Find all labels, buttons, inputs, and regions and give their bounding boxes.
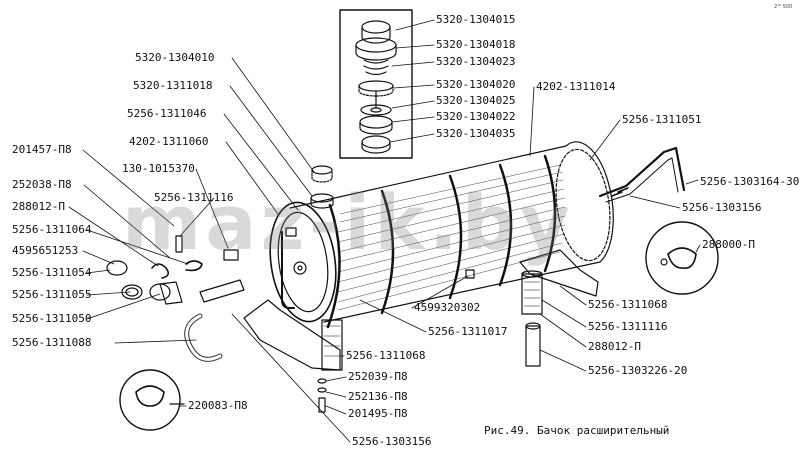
part-label: 288012-П (588, 340, 641, 353)
drain-assembly (521, 270, 543, 367)
part-label: 5256-1303156 (352, 435, 432, 448)
part-label: 5256-1311068 (346, 349, 426, 362)
part-label: 252136-П8 (348, 390, 408, 403)
part-label: 288000-П (702, 238, 755, 251)
part-label: 130-1015370 (122, 162, 195, 175)
figure-caption: Рис.49. Бачок расширительный (484, 424, 670, 437)
part-label: 5320-1304035 (436, 127, 516, 140)
part-label: 5320-1304025 (436, 94, 516, 107)
part-label: 5256-1311050 (12, 312, 92, 325)
tank-body (269, 141, 614, 329)
part-label: 4595651253 (12, 244, 79, 257)
part-label: 201457-П8 (12, 143, 72, 156)
part-label: 4202-1311014 (536, 80, 616, 93)
part-label: 5256-1311017 (428, 325, 508, 338)
part-label: 252039-П8 (348, 370, 408, 383)
part-label: 5320-1304020 (436, 78, 516, 91)
part-label: 5320-1304010 (135, 51, 215, 64)
part-label: 5256-1311116 (154, 191, 234, 204)
part-label: 5256-1311088 (12, 336, 92, 349)
part-label: 4202-1311060 (129, 135, 209, 148)
detail-circle-clip (645, 221, 719, 295)
cap-inset (339, 9, 413, 159)
part-label: 5256-1311116 (588, 320, 668, 333)
watermark: maz-ik.by (122, 178, 574, 267)
part-label: 5320-1304018 (436, 38, 516, 51)
part-label: 5256-1303164-30 (700, 175, 800, 188)
vent-pipe (598, 146, 686, 203)
part-label: 4599320302 (414, 301, 481, 314)
part-label: 220083-П8 (188, 399, 248, 412)
detail-circle-clamp (119, 369, 185, 431)
part-label: 5256-1311051 (622, 113, 702, 126)
part-label: 5256-1311046 (127, 107, 207, 120)
left-fittings (106, 235, 245, 362)
part-label: 5256-1303156 (682, 201, 762, 214)
bottom-hardware (317, 269, 475, 413)
bracket-rear (519, 249, 599, 297)
part-label: 5256-1311055 (12, 288, 92, 301)
bracket-front (243, 299, 343, 371)
part-label: 288012-П (12, 200, 65, 213)
part-label: 5256-1311064 (12, 223, 92, 236)
filler-neck (310, 165, 334, 209)
part-label: 201495-П8 (348, 407, 408, 420)
part-label: 5256-1311068 (588, 298, 668, 311)
part-label: 5256-1311054 (12, 266, 92, 279)
part-label: 5320-1304022 (436, 110, 516, 123)
part-label: 5256-1303226-20 (588, 364, 688, 377)
leader-lines (68, 19, 701, 443)
corner-mark: 2¹⁰ 500 (774, 4, 793, 10)
part-label: 5320-1304015 (436, 13, 516, 26)
part-label: 5320-1311018 (133, 79, 213, 92)
part-label: 252038-П8 (12, 178, 72, 191)
part-label: 5320-1304023 (436, 55, 516, 68)
